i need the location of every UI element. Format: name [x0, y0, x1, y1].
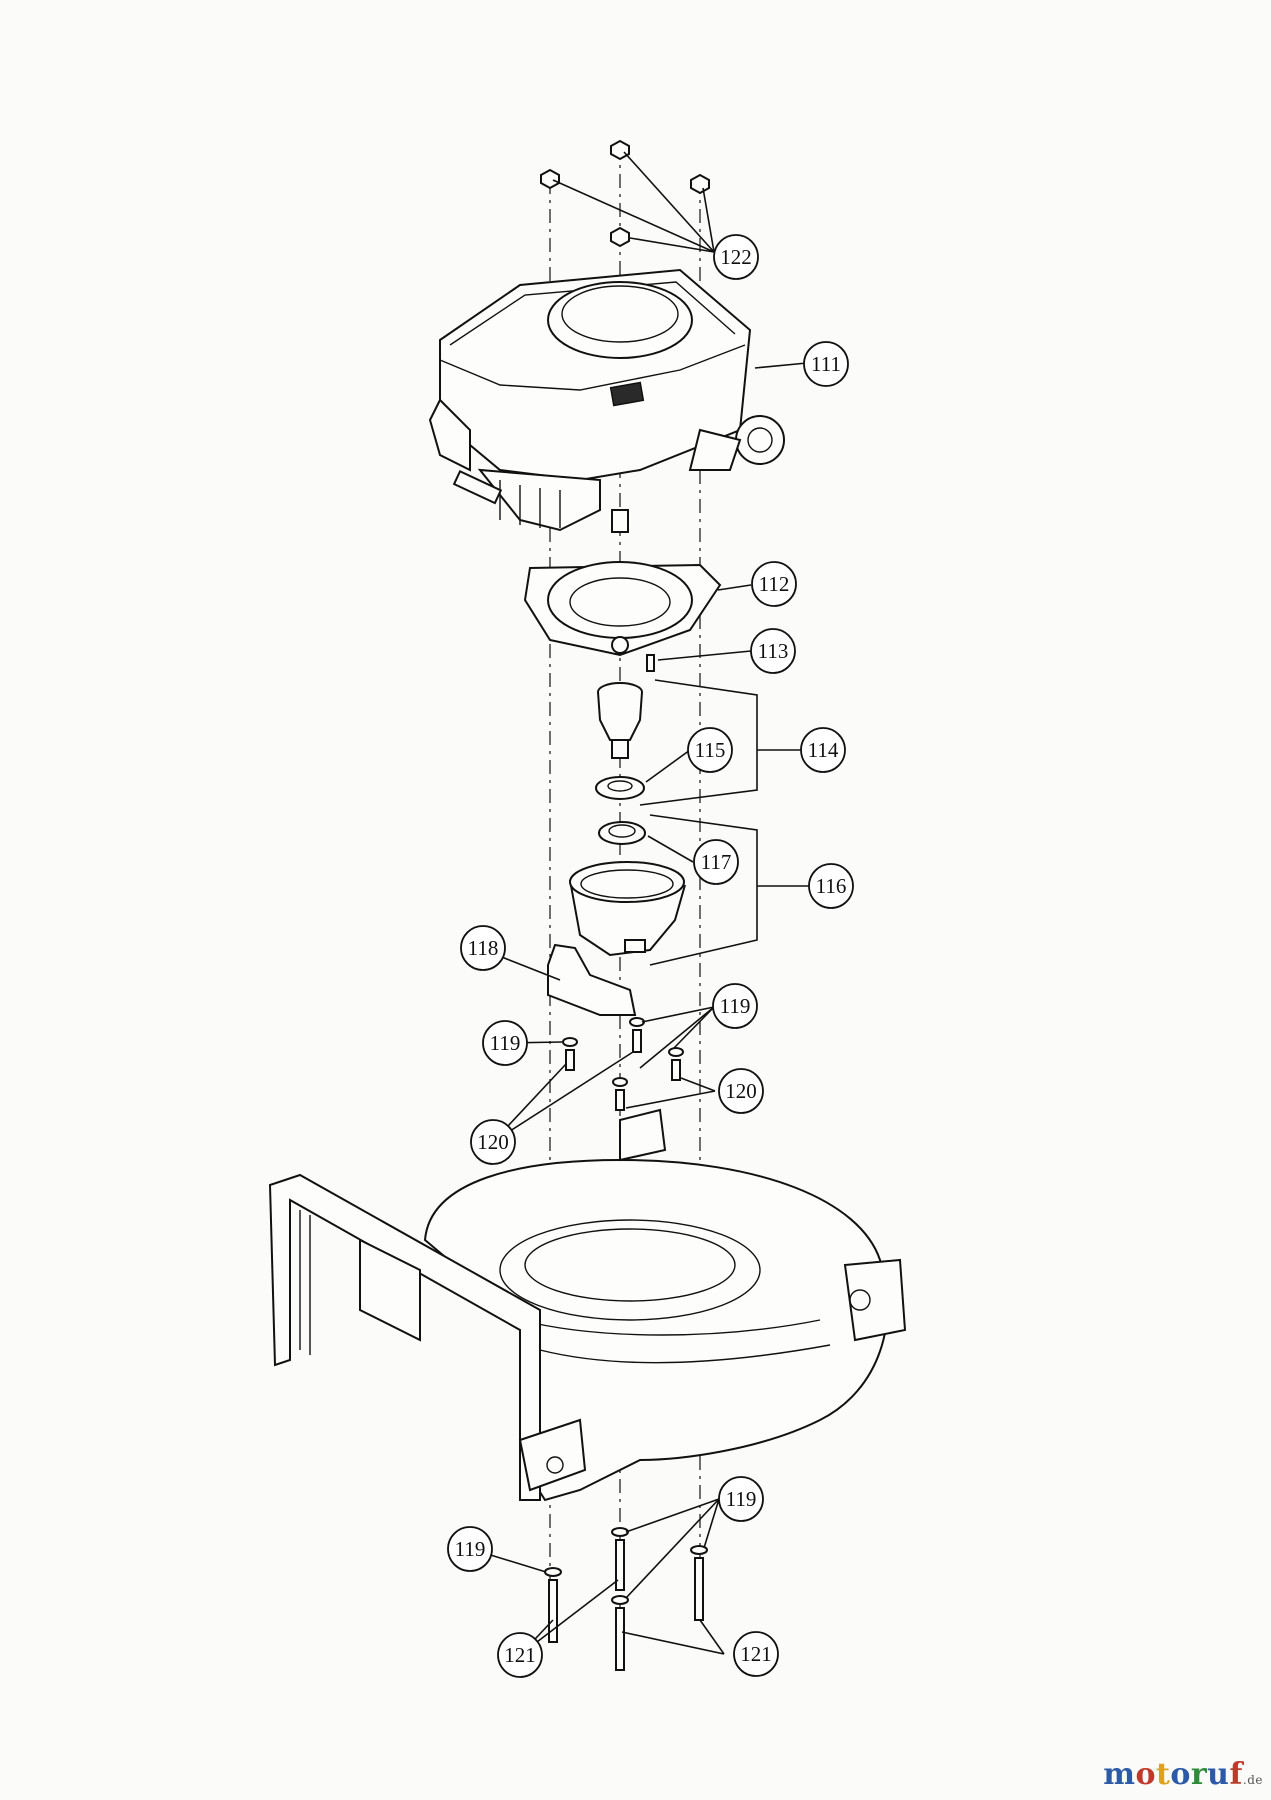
- svg-text:122: 122: [720, 245, 752, 269]
- svg-text:119: 119: [726, 1487, 757, 1511]
- svg-text:119: 119: [490, 1031, 521, 1055]
- svg-text:121: 121: [740, 1642, 772, 1666]
- svg-text:116: 116: [816, 874, 847, 898]
- svg-text:112: 112: [759, 572, 790, 596]
- svg-text:111: 111: [811, 352, 841, 376]
- watermark-letter: r: [1190, 1757, 1208, 1792]
- callout-121-a: 121: [497, 1632, 543, 1678]
- deflector-118-drawing: [547, 943, 637, 1016]
- engine-drawing: [428, 268, 785, 533]
- motoruf-watermark: motoruf.de: [1103, 1757, 1263, 1792]
- svg-text:120: 120: [477, 1130, 509, 1154]
- svg-text:118: 118: [468, 936, 499, 960]
- svg-text:117: 117: [701, 850, 732, 874]
- watermark-letter: o: [1135, 1757, 1156, 1792]
- callout-121-b: 121: [733, 1631, 779, 1677]
- callout-120-b: 120: [470, 1119, 516, 1165]
- bearing-117-drawing: [598, 821, 646, 845]
- watermark-letters: motoruf: [1103, 1757, 1243, 1792]
- watermark-letter: u: [1207, 1757, 1230, 1792]
- housing-116-drawing: [569, 861, 686, 957]
- mower-deck-drawing: [268, 1108, 907, 1502]
- callout-117: 117: [693, 839, 739, 885]
- callout-115: 115: [687, 727, 733, 773]
- svg-text:113: 113: [758, 639, 789, 663]
- watermark-suffix: .de: [1242, 1773, 1263, 1787]
- svg-text:119: 119: [455, 1537, 486, 1561]
- callout-119-c: 119: [718, 1476, 764, 1522]
- callout-113: 113: [750, 628, 796, 674]
- hub-drawing: [597, 682, 643, 759]
- callout-119-a: 119: [712, 983, 758, 1029]
- callout-119-b: 119: [482, 1020, 528, 1066]
- group-brackets: [639, 679, 758, 966]
- callout-116: 116: [808, 863, 854, 909]
- watermark-letter: o: [1170, 1757, 1191, 1792]
- watermark-letter: t: [1155, 1757, 1171, 1792]
- watermark-letter: f: [1229, 1757, 1243, 1792]
- svg-text:120: 120: [725, 1079, 757, 1103]
- svg-text:121: 121: [504, 1643, 536, 1667]
- top-nuts: [540, 139, 710, 248]
- callout-118: 118: [460, 925, 506, 971]
- svg-text:119: 119: [720, 994, 751, 1018]
- callout-112: 112: [751, 561, 797, 607]
- callout-120-a: 120: [718, 1068, 764, 1114]
- washer-115-drawing: [595, 776, 645, 800]
- callout-111: 111: [803, 341, 849, 387]
- pin-113-drawing: [646, 654, 655, 672]
- middle-bolts: [562, 1017, 684, 1111]
- watermark-letter: m: [1103, 1757, 1136, 1792]
- callout-119-d: 119: [447, 1526, 493, 1572]
- svg-text:115: 115: [695, 738, 726, 762]
- svg-text:114: 114: [808, 738, 839, 762]
- bottom-bolts: [544, 1527, 708, 1671]
- mounting-plate-drawing: [523, 561, 722, 657]
- callout-114: 114: [800, 727, 846, 773]
- callout-122: 122: [713, 234, 759, 280]
